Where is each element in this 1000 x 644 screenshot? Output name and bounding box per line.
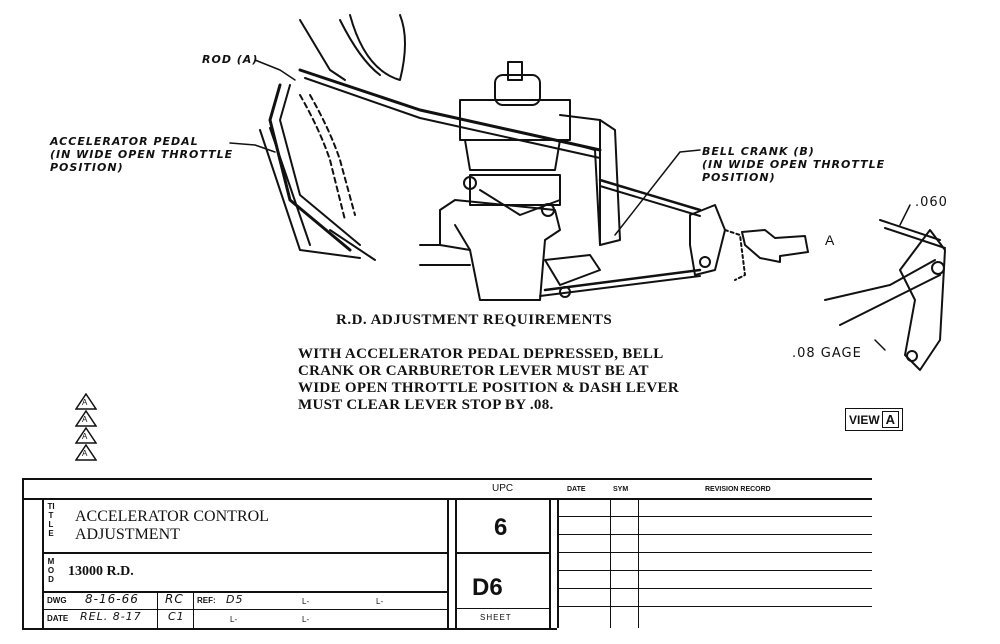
- requirements-line4: MUST CLEAR LEVER STOP BY .08.: [298, 397, 554, 413]
- label-clearance-060: .060: [915, 195, 948, 210]
- upc-value: 6: [494, 514, 508, 541]
- requirements-text: WITH ACCELERATOR PEDAL DEPRESSED, BELL C…: [298, 346, 679, 414]
- title-side-label: TITLE: [47, 502, 55, 538]
- requirements-line2: CRANK OR CARBURETOR LEVER MUST BE AT: [298, 363, 649, 379]
- drawing-title-line1: ACCELERATOR CONTROL: [75, 508, 269, 525]
- dwg-date: 8-16-66: [85, 592, 139, 606]
- revision-triangle: A: [74, 426, 98, 444]
- date-label: DATE: [47, 614, 69, 623]
- rev-date-header: DATE: [567, 486, 586, 493]
- label-pedal-line2: (IN WIDE OPEN THROTTLE: [50, 148, 234, 161]
- ref-line-mark: L-: [302, 597, 310, 606]
- label-gage: .08 GAGE: [792, 346, 862, 361]
- label-accelerator-pedal: ACCELERATOR PEDAL (IN WIDE OPEN THROTTLE…: [50, 135, 233, 174]
- revision-record-header: REVISION RECORD: [705, 486, 771, 493]
- label-rod-a: ROD (A): [202, 53, 259, 66]
- drawing-title: ACCELERATOR CONTROL ADJUSTMENT: [75, 508, 269, 544]
- revision-triangle: A: [74, 409, 98, 427]
- requirements-line1: WITH ACCELERATOR PEDAL DEPRESSED, BELL: [298, 346, 664, 362]
- requirements-title: R.D. ADJUSTMENT REQUIREMENTS: [336, 312, 613, 328]
- dwg-label: DWG: [47, 596, 67, 605]
- release-date: REL. 8-17: [80, 610, 142, 623]
- label-pedal-line1: ACCELERATOR PEDAL: [50, 135, 199, 148]
- rc-mark: RC: [165, 592, 184, 606]
- drawing-code: D6: [472, 574, 503, 601]
- revision-triangle: A: [74, 443, 98, 461]
- view-letter: A: [881, 411, 900, 428]
- label-view-a-pointer: A: [825, 232, 835, 248]
- ref-label: REF:: [197, 596, 216, 605]
- label-bell-crank: BELL CRANK (B) (IN WIDE OPEN THROTTLE PO…: [702, 145, 885, 184]
- revision-marks: A A A A: [74, 392, 98, 461]
- view-prefix: VIEW: [849, 412, 880, 427]
- upc-label: UPC: [492, 483, 514, 494]
- mod-side-label: MOD: [47, 557, 55, 584]
- label-bell-line1: BELL CRANK (B): [702, 145, 815, 158]
- label-pedal-line3: POSITION): [50, 161, 124, 174]
- label-bell-line2: (IN WIDE OPEN THROTTLE: [702, 158, 886, 171]
- ref-value: D5: [226, 593, 244, 606]
- rev-sym-header: SYM: [613, 486, 629, 493]
- revision-triangle: A: [74, 392, 98, 410]
- mechanism-illustration: [229, 14, 946, 371]
- ref-line-mark: L-: [302, 615, 310, 624]
- ref-line-mark: L-: [230, 615, 238, 624]
- sheet-label: SHEET: [480, 613, 512, 622]
- label-bell-line3: POSITION): [702, 171, 776, 184]
- ref-line-mark: L-: [376, 597, 384, 606]
- requirements-line3: WIDE OPEN THROTTLE POSITION & DASH LEVER: [298, 380, 679, 396]
- model-number: 13000 R.D.: [68, 564, 134, 579]
- c1-mark: C1: [168, 610, 185, 623]
- view-a-label: VIEW A: [845, 408, 904, 431]
- title-block: TITLE ACCELERATOR CONTROL ADJUSTMENT MOD…: [0, 470, 1000, 644]
- drawing-title-line2: ADJUSTMENT: [75, 526, 180, 543]
